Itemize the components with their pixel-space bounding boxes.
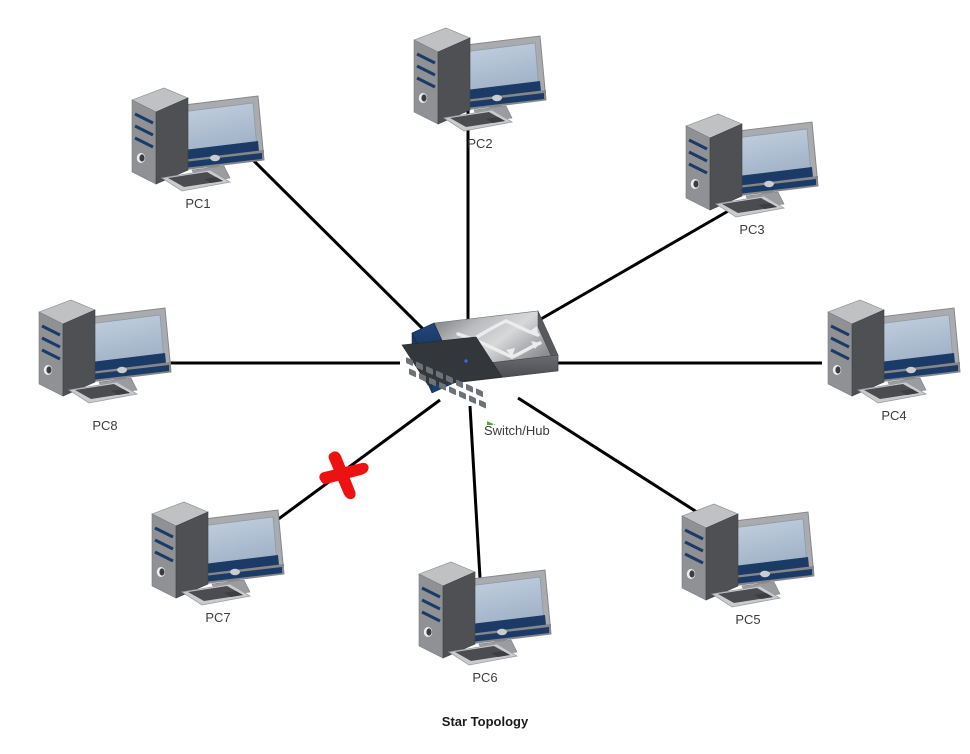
computer-tower-icon — [827, 299, 885, 397]
device-label-pc2: PC2 — [467, 136, 493, 151]
device-node-pc8[interactable]: PC8 — [25, 290, 185, 440]
desktop-computer-icon — [38, 299, 172, 404]
keyboard-icon — [710, 585, 782, 608]
desktop-computer-icon — [827, 299, 961, 404]
monitor-icon — [871, 307, 961, 395]
keyboard-icon — [67, 381, 139, 404]
monitor-icon — [725, 511, 815, 599]
keyboard-icon — [714, 195, 786, 218]
switch-ports — [406, 357, 486, 409]
desktop-computer-icon — [413, 27, 547, 132]
device-label-pc6: PC6 — [472, 670, 498, 685]
device-node-pc1[interactable]: PC1 — [118, 78, 278, 228]
computer-tower-icon — [685, 113, 743, 211]
keyboard-icon — [856, 381, 928, 404]
keyboard-icon — [180, 583, 252, 606]
device-label-pc4: PC4 — [881, 408, 907, 423]
device-node-pc6[interactable]: PC6 — [405, 552, 565, 702]
monitor-icon — [457, 35, 547, 123]
monitor-icon — [462, 569, 552, 657]
link-pc6[interactable] — [468, 405, 482, 579]
desktop-computer-icon — [681, 503, 815, 608]
keyboard-icon — [160, 169, 232, 192]
device-label-pc1: PC1 — [185, 196, 211, 211]
computer-tower-icon — [131, 87, 189, 185]
monitor-icon — [195, 509, 285, 597]
switch-power-led-icon — [464, 359, 468, 363]
computer-tower-icon — [413, 27, 471, 125]
monitor-icon — [175, 95, 265, 183]
computer-tower-icon — [681, 503, 739, 601]
computer-tower-icon — [151, 501, 209, 599]
desktop-computer-icon — [418, 561, 552, 666]
device-label-pc8: PC8 — [92, 418, 118, 433]
device-node-pc3[interactable]: PC3 — [672, 104, 832, 254]
switch-hub-label: Switch/Hub — [484, 423, 550, 438]
keyboard-icon — [447, 643, 519, 666]
device-node-pc7[interactable]: PC7 — [138, 492, 298, 642]
broken-link-x-marker — [319, 451, 369, 500]
diagram-title: Star Topology — [441, 714, 529, 729]
network-switch-icon — [401, 310, 559, 436]
device-label-pc7: PC7 — [205, 610, 231, 625]
desktop-computer-icon — [151, 501, 285, 606]
switch-arrows-icon — [454, 319, 542, 359]
keyboard-icon — [442, 109, 514, 132]
device-label-pc3: PC3 — [739, 222, 765, 237]
device-node-pc5[interactable]: PC5 — [668, 494, 828, 644]
desktop-computer-icon — [685, 113, 819, 218]
device-node-pc4[interactable]: PC4 — [814, 290, 970, 440]
link-pc5[interactable] — [517, 396, 701, 516]
computer-tower-icon — [38, 299, 96, 397]
link-pc3[interactable] — [507, 208, 731, 340]
desktop-computer-icon — [131, 87, 265, 192]
monitor-icon — [729, 121, 819, 209]
switch-hub-node[interactable]: Switch/Hub — [388, 305, 573, 438]
device-label-pc5: PC5 — [735, 612, 761, 627]
computer-tower-icon — [418, 561, 476, 659]
link-pc1[interactable] — [245, 152, 434, 340]
monitor-icon — [82, 307, 172, 395]
device-node-pc2[interactable]: PC2 — [400, 18, 560, 168]
